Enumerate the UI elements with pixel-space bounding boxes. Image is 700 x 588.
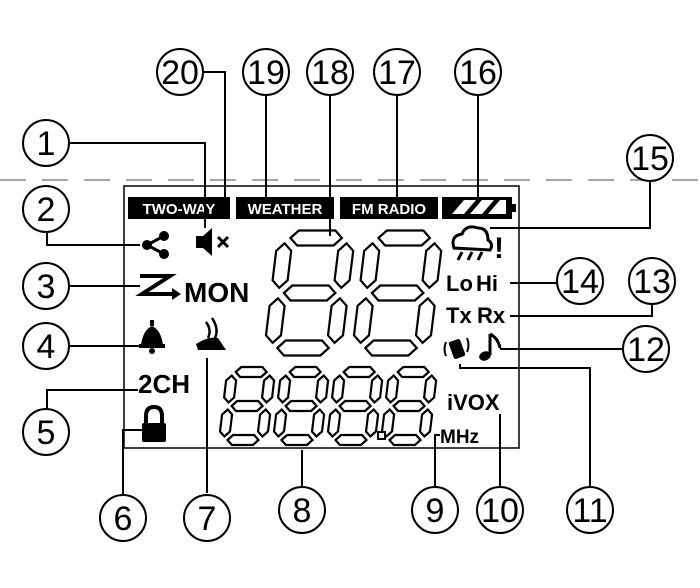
callout-number: 20 (161, 54, 199, 92)
callout-number: 11 (572, 492, 607, 530)
ivox-label: iVOX (447, 390, 500, 415)
callout-12: 12 (622, 325, 670, 373)
weather-label: WEATHER (236, 197, 334, 219)
big-digit-2 (352, 229, 443, 357)
callout-number: 6 (114, 500, 133, 538)
callout-number: 9 (426, 492, 445, 530)
lo-label: Lo (446, 271, 473, 296)
callout-16: 16 (454, 48, 502, 96)
callout-6: 6 (99, 494, 147, 542)
callout-20: 20 (156, 48, 204, 96)
freq-digit-2 (272, 365, 330, 447)
share-icon (142, 231, 169, 259)
mute-icon (196, 228, 230, 256)
frequency-digit-display (218, 365, 438, 447)
bell-icon (139, 320, 165, 354)
callout-1: 1 (22, 119, 70, 167)
callout-11: 11 (566, 486, 614, 534)
callout-17: 17 (373, 48, 421, 96)
mhz-label: MHz (440, 427, 479, 448)
music-note-icon (479, 332, 502, 361)
callout-3: 3 (22, 262, 70, 310)
weather-alert-icon (451, 225, 494, 261)
callout-5: 5 (22, 408, 70, 456)
callout-number: 17 (378, 54, 416, 92)
two-way-label: TWO-WAY (128, 197, 230, 219)
callout-number: 3 (37, 268, 56, 306)
lock-icon (142, 404, 166, 442)
callout-15: 15 (626, 134, 674, 182)
freq-digit-1 (218, 365, 276, 447)
callout-2: 2 (22, 185, 70, 233)
svg-text:WEATHER: WEATHER (248, 201, 323, 218)
callout-10: 10 (476, 486, 524, 534)
callout-number: 1 (37, 125, 56, 163)
leader-lines (46, 71, 653, 502)
two-ch-label: 2CH (138, 369, 190, 399)
callout-number: 2 (37, 191, 56, 229)
callout-number: 12 (627, 331, 665, 369)
fm-radio-label: FM RADIO (340, 197, 438, 219)
callout-number: 19 (247, 54, 285, 92)
callout-13: 13 (628, 257, 676, 305)
svg-text:TWO-WAY: TWO-WAY (143, 201, 216, 218)
callout-18: 18 (306, 48, 354, 96)
callout-number: 14 (561, 263, 599, 301)
callout-9: 9 (411, 486, 459, 534)
hi-label: Hi (476, 271, 498, 296)
callout-4: 4 (22, 322, 70, 370)
alert-exclamation: ! (494, 232, 504, 265)
mon-label: MON (184, 277, 249, 308)
callout-number: 8 (293, 492, 312, 530)
tx-label: Tx (446, 303, 472, 328)
rx-label: Rx (477, 303, 506, 328)
big-digit-1 (264, 229, 355, 357)
callout-number: 16 (459, 54, 497, 92)
callout-number: 18 (311, 54, 349, 92)
callout-19: 19 (242, 48, 290, 96)
callout-7: 7 (183, 494, 231, 542)
callout-number: 4 (37, 328, 56, 366)
big-digit-display (264, 229, 443, 357)
callout-number: 7 (198, 500, 217, 538)
freq-decimal-point (377, 431, 386, 440)
svg-text:FM RADIO: FM RADIO (352, 201, 426, 218)
scan-icon (135, 274, 181, 300)
noaa-alert-icon (196, 317, 226, 350)
callout-number: 5 (37, 414, 56, 452)
callout-number: 13 (633, 263, 671, 301)
freq-digit-4 (380, 365, 438, 447)
callout-8: 8 (278, 486, 326, 534)
callout-number: 15 (631, 140, 669, 178)
callout-number: 10 (481, 492, 519, 530)
battery-icon (442, 197, 516, 219)
freq-digit-3 (326, 365, 384, 447)
callout-14: 14 (556, 257, 604, 305)
vibrate-icon (443, 337, 470, 359)
